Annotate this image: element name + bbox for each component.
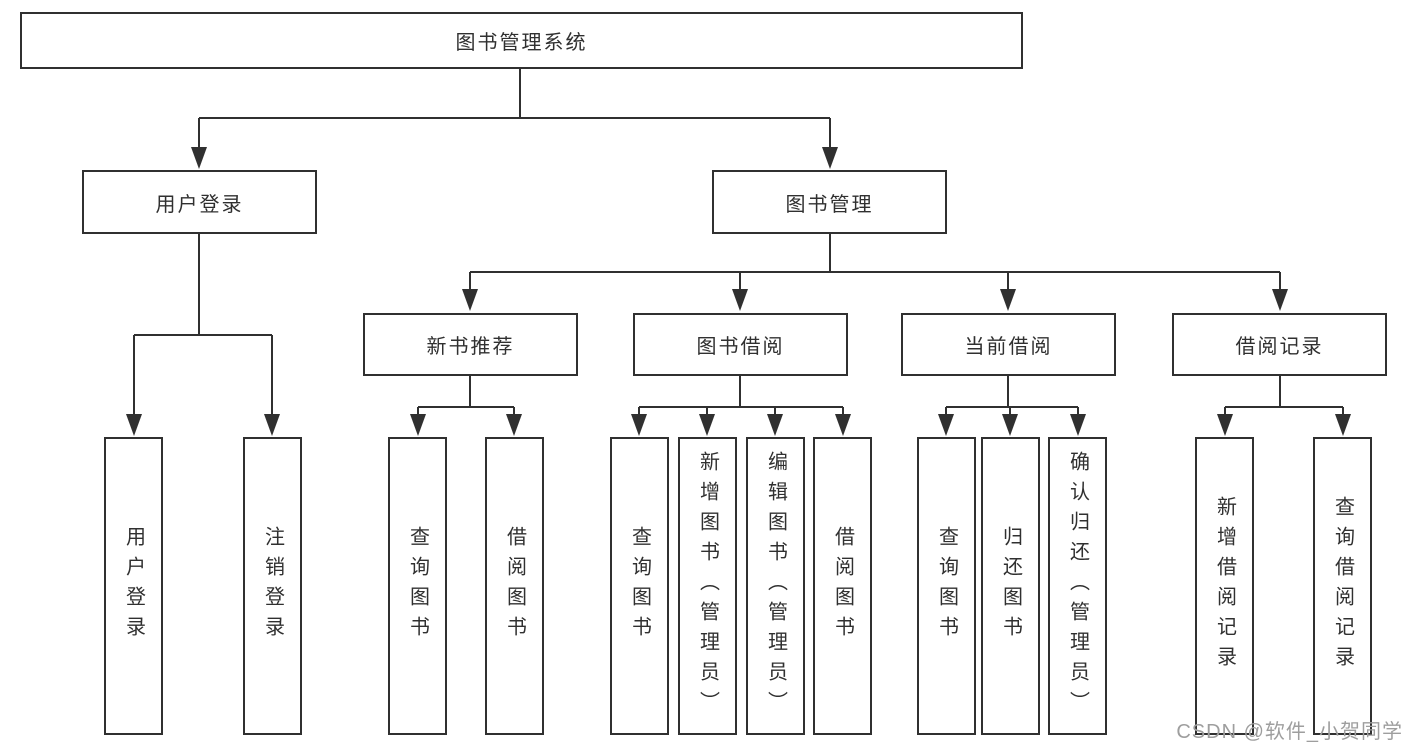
node-book-management-label: 图书管理 xyxy=(785,193,874,216)
csdn-watermark: CSDN @软件_小贺同学 xyxy=(1176,721,1403,743)
leaf-add-borrow-record: 新增借阅记录 xyxy=(1195,437,1254,735)
leaf-logout-label: 注销登录 xyxy=(261,526,284,646)
node-library-management-system: 图书管理系统 xyxy=(20,12,1023,69)
leaf-query-book-current: 查询图书 xyxy=(917,437,976,735)
leaf-query-book-recommend: 查询图书 xyxy=(388,437,447,735)
leaf-add-book-admin: 新增图书（管理员） xyxy=(678,437,737,735)
node-book-borrowing: 图书借阅 xyxy=(633,313,848,376)
node-current-borrowing-label: 当前借阅 xyxy=(964,336,1053,358)
leaf-borrow-book-recommend: 借阅图书 xyxy=(485,437,544,735)
node-borrowing-records-label: 借阅记录 xyxy=(1235,336,1324,358)
leaf-confirm-return-admin: 确认归还（管理员） xyxy=(1048,437,1107,735)
leaf-confirm-return-admin-label: 确认归还（管理员） xyxy=(1066,451,1089,721)
leaf-borrow-book-recommend-label: 借阅图书 xyxy=(503,526,526,646)
leaf-query-book-current-label: 查询图书 xyxy=(935,526,958,646)
node-current-borrowing: 当前借阅 xyxy=(901,313,1116,376)
leaf-add-borrow-record-label: 新增借阅记录 xyxy=(1213,496,1236,676)
leaf-logout: 注销登录 xyxy=(243,437,302,735)
leaf-add-book-admin-label: 新增图书（管理员） xyxy=(696,451,719,721)
leaf-return-book-label: 归还图书 xyxy=(999,526,1022,646)
node-user-login: 用户登录 xyxy=(82,170,317,234)
node-book-borrowing-label: 图书借阅 xyxy=(696,336,785,358)
leaf-query-book-recommend-label: 查询图书 xyxy=(406,526,429,646)
leaf-query-book-borrowing-label: 查询图书 xyxy=(628,526,651,646)
leaf-query-borrow-record: 查询借阅记录 xyxy=(1313,437,1372,735)
node-borrowing-records: 借阅记录 xyxy=(1172,313,1387,376)
leaf-return-book: 归还图书 xyxy=(981,437,1040,735)
leaf-query-borrow-record-label: 查询借阅记录 xyxy=(1331,496,1354,676)
leaf-user-login-label: 用户登录 xyxy=(122,526,145,646)
leaf-borrow-book: 借阅图书 xyxy=(813,437,872,735)
leaf-user-login: 用户登录 xyxy=(104,437,163,735)
node-library-management-system-label: 图书管理系统 xyxy=(455,32,588,54)
leaf-edit-book-admin-label: 编辑图书（管理员） xyxy=(764,451,787,721)
node-book-management: 图书管理 xyxy=(712,170,947,234)
leaf-query-book-borrowing: 查询图书 xyxy=(610,437,669,735)
node-new-book-recommendation-label: 新书推荐 xyxy=(426,336,515,358)
node-user-login-label: 用户登录 xyxy=(155,193,244,216)
leaf-borrow-book-label: 借阅图书 xyxy=(831,526,854,646)
node-new-book-recommendation: 新书推荐 xyxy=(363,313,578,376)
leaf-edit-book-admin: 编辑图书（管理员） xyxy=(746,437,805,735)
